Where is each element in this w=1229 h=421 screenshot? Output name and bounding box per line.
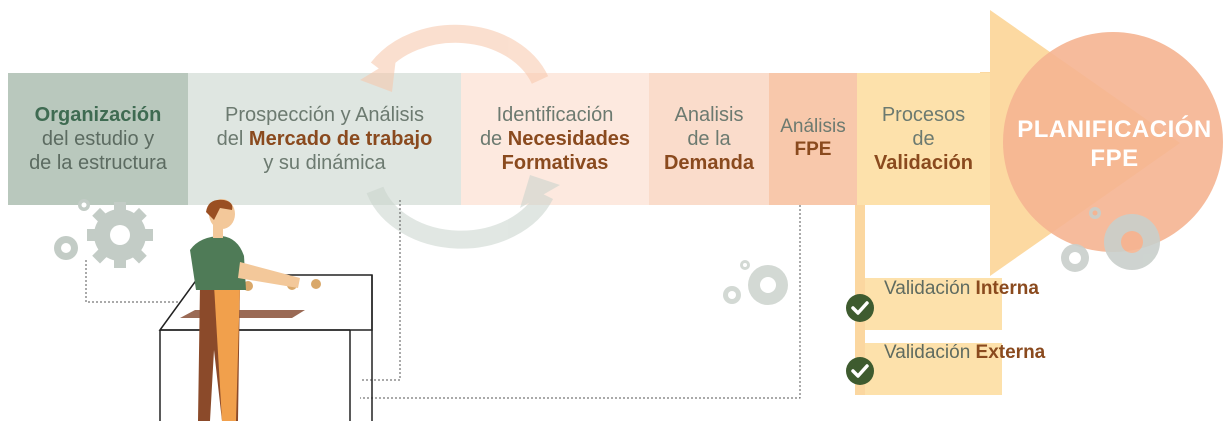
step-box-1 xyxy=(8,73,188,205)
validation-internal-box xyxy=(865,278,1002,330)
step-line: Identificación xyxy=(496,104,614,126)
step-prospeccion: Prospección y Análisis del Mercado de tr… xyxy=(188,73,461,205)
step-line: del estudio y xyxy=(41,128,155,150)
step-title: Necesidades xyxy=(507,128,631,150)
step-line: de Necesidades xyxy=(480,127,630,151)
step-organizacion: Organización del estudio y de la estruct… xyxy=(8,73,188,205)
step-title: Demanda xyxy=(663,152,755,174)
validation-external-box xyxy=(865,343,1002,395)
validation-title: Externa xyxy=(975,342,1046,363)
goal-circle xyxy=(1003,32,1223,252)
step-line: de la estructura xyxy=(29,152,167,174)
step-title: FPE xyxy=(794,139,832,160)
goal-title: PLANIFICACIÓN xyxy=(1017,116,1212,144)
person-illustration xyxy=(158,199,373,421)
validation-line: Validación xyxy=(884,278,971,299)
step-box-2 xyxy=(188,73,461,205)
step-identificacion: Identificación de Necesidades Formativas xyxy=(461,73,649,205)
step-demanda: Analisis de la Demanda xyxy=(649,73,769,205)
step-validacion: Procesos de Validación xyxy=(857,73,990,205)
cycle-arrows-icon xyxy=(360,24,560,249)
step-analisis-fpe: Análisis FPE xyxy=(769,73,857,205)
step-line-prefix: del xyxy=(216,128,249,150)
goal-label: PLANIFICACIÓN FPE xyxy=(1000,95,1229,195)
step-line: Análisis xyxy=(780,116,846,138)
step-line-prefix: de xyxy=(479,128,508,150)
step-line: Procesos xyxy=(881,104,966,126)
step-title: Mercado de trabajo xyxy=(248,128,433,150)
validation-external: Validación Externa xyxy=(884,343,1045,363)
step-title: Organización xyxy=(34,104,162,126)
step-title: Formativas xyxy=(501,152,609,174)
step-line: y su dinámica xyxy=(263,152,386,174)
connector-lines xyxy=(85,200,801,399)
step-line: de la xyxy=(687,128,731,150)
check-icon xyxy=(846,294,874,322)
validation-line: Validación xyxy=(884,342,971,363)
validation-internal: Validación Interna xyxy=(884,279,1039,299)
step-box-5 xyxy=(769,73,857,205)
step-box-3 xyxy=(461,73,649,205)
goal-subtitle: FPE xyxy=(1090,145,1139,172)
step-box-6 xyxy=(857,73,990,205)
gear-icon xyxy=(54,199,153,268)
check-icon xyxy=(846,357,874,385)
step-box-4 xyxy=(649,73,769,205)
validation-title: Interna xyxy=(975,278,1039,299)
step-line: del Mercado de trabajo xyxy=(217,127,433,151)
gear-icon xyxy=(723,260,788,305)
step-line: Prospección y Análisis xyxy=(225,104,424,126)
gear-icon xyxy=(1061,207,1160,272)
step-title: Validación xyxy=(874,152,973,174)
step-line: Analisis xyxy=(674,104,744,126)
step-line: de xyxy=(912,128,935,150)
